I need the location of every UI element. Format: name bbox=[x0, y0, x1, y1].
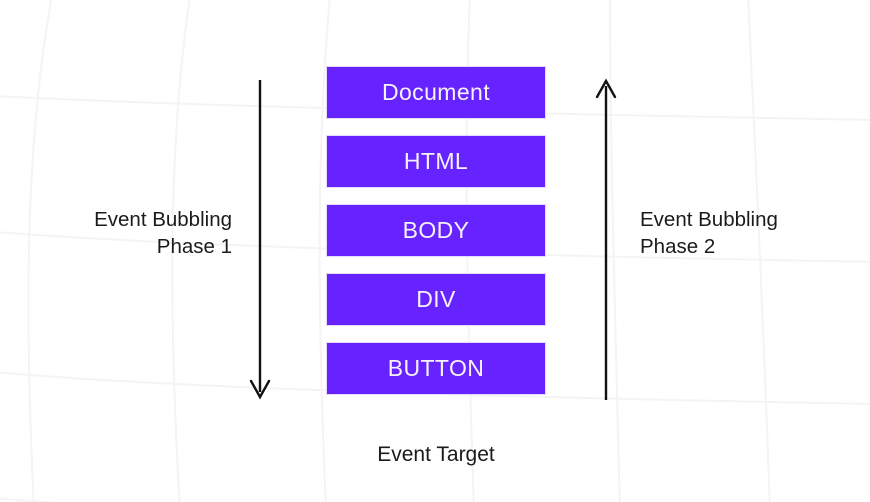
phase-label-right: Event Bubbling Phase 2 bbox=[640, 208, 778, 259]
node-label: BODY bbox=[402, 217, 470, 243]
node-box-document: Document bbox=[326, 66, 546, 119]
node-box-button: BUTTON bbox=[326, 342, 546, 395]
node-label: DIV bbox=[416, 286, 456, 312]
phase-label-left: Event Bubbling Phase 1 bbox=[94, 208, 232, 259]
node-box-html: HTML bbox=[326, 135, 546, 188]
dom-node-stack: Document HTML BODY DIV BUTTON bbox=[326, 66, 546, 395]
arrow-up-icon bbox=[595, 78, 617, 400]
node-label: HTML bbox=[403, 148, 469, 174]
node-box-body: BODY bbox=[326, 204, 546, 257]
event-target-caption: Event Target bbox=[377, 443, 495, 466]
node-label: BUTTON bbox=[387, 355, 485, 381]
arrow-down-icon bbox=[249, 80, 271, 400]
node-box-div: DIV bbox=[326, 273, 546, 326]
node-label: Document bbox=[381, 79, 491, 105]
